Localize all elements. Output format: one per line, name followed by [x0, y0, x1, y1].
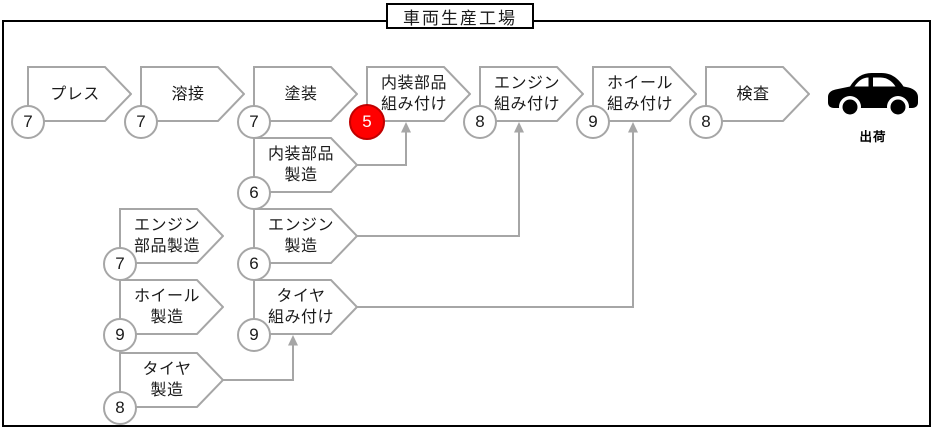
step-label: エンジン 組み付け — [493, 75, 560, 113]
arrowhead-up-icon — [288, 335, 298, 346]
step-tire-mfg: タイヤ 製造 8 — [103, 352, 224, 425]
step-label: 溶接 — [171, 85, 205, 103]
step-welding: 溶接 7 — [124, 66, 245, 139]
takt-badge: 6 — [237, 176, 271, 210]
car-icon — [828, 73, 918, 118]
takt-badge: 6 — [237, 247, 271, 281]
step-interior-parts-mfg: 内装部品 製造 6 — [237, 137, 358, 210]
connector-tire-supply — [222, 345, 294, 381]
takt-badge: 9 — [237, 318, 271, 352]
step-label: 内装部品 組み付け — [380, 75, 447, 113]
takt-badge: 8 — [463, 105, 497, 139]
arrowhead-up-icon — [514, 122, 524, 133]
step-interior-assembly: 内装部品 組み付け 5 — [349, 66, 471, 140]
step-label: プレス — [50, 85, 100, 103]
connector-engine-supply — [356, 132, 520, 237]
takt-badge-highlighted: 5 — [349, 104, 385, 140]
step-label: ホイール 組み付け — [606, 75, 673, 113]
connector-wheel-supply — [356, 132, 634, 308]
step-press: プレス 7 — [11, 66, 132, 139]
step-wheel-mfg: ホイール 製造 9 — [103, 279, 224, 352]
step-engine-mfg: エンジン 製造 6 — [237, 208, 358, 281]
step-label: ホイール 製造 — [133, 288, 200, 326]
step-label: エンジン 部品製造 — [133, 217, 200, 255]
takt-badge: 8 — [103, 391, 137, 425]
step-label: タイヤ 組み付け — [267, 288, 334, 326]
diagram-title-box: 車両生産工場 — [386, 3, 534, 29]
takt-badge: 7 — [103, 247, 137, 281]
connector-interior-parts-supply — [356, 132, 407, 166]
takt-badge: 9 — [103, 318, 137, 352]
arrowhead-up-icon — [628, 122, 638, 133]
shipping-label: 出荷 — [859, 130, 887, 144]
takt-badge: 7 — [11, 105, 45, 139]
diagram-title: 車両生産工場 — [403, 8, 517, 28]
takt-badge: 9 — [576, 105, 610, 139]
step-label: 内装部品 製造 — [267, 146, 334, 184]
takt-badge: 7 — [124, 105, 158, 139]
step-tire-assembly: タイヤ 組み付け 9 — [237, 279, 358, 352]
step-engine-assembly: エンジン 組み付け 8 — [463, 66, 584, 139]
takt-badge: 7 — [237, 105, 271, 139]
step-engine-parts-mfg: エンジン 部品製造 7 — [103, 208, 224, 281]
step-label: タイヤ 製造 — [142, 361, 192, 399]
step-inspection: 検査 8 — [689, 66, 810, 139]
step-wheel-assembly: ホイール 組み付け 9 — [576, 66, 697, 139]
step-label: エンジン 製造 — [267, 217, 334, 255]
step-painting: 塗装 7 — [237, 66, 358, 139]
step-label: 塗装 — [284, 85, 318, 103]
step-label: 検査 — [736, 85, 770, 103]
shipping-block: 出荷 — [823, 66, 923, 145]
takt-badge: 8 — [689, 105, 723, 139]
arrowhead-up-icon — [401, 122, 411, 133]
